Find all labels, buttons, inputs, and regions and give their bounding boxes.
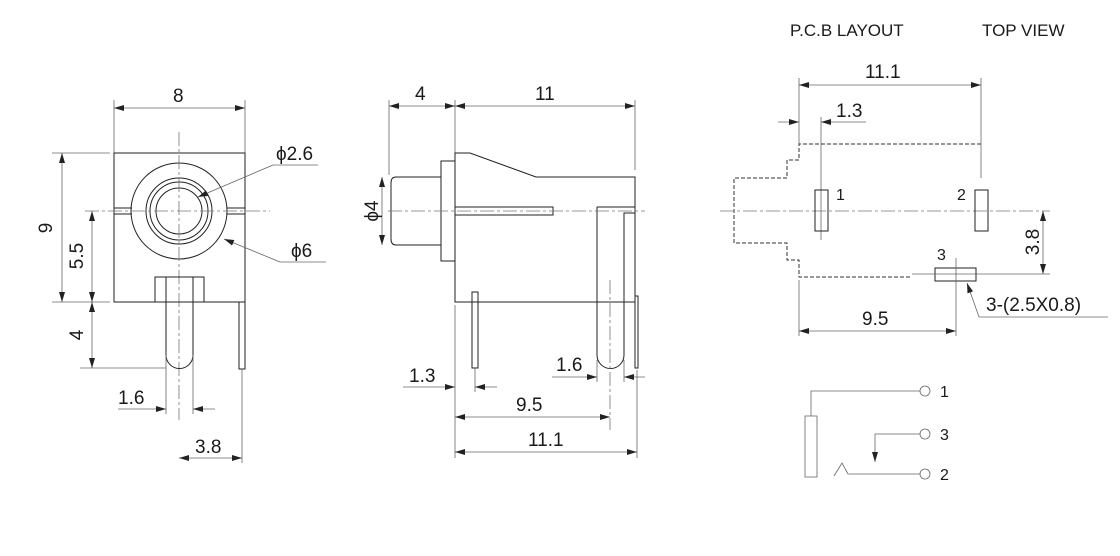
plug-length-label: 4	[415, 84, 426, 105]
pad-2-label: 2	[957, 187, 966, 204]
front-pin-length-label: 4	[67, 329, 88, 340]
plug-diameter-label: ϕ4	[362, 200, 383, 222]
outer-diameter-label: ϕ6	[291, 241, 312, 262]
pcb-pin3-distance-label: 9.5	[862, 309, 888, 330]
pcb-pin3-offset-label: 3.8	[1023, 229, 1044, 255]
pad-1-label: 1	[836, 187, 845, 204]
front-pin-spacing-label: 3.8	[195, 437, 221, 458]
side-total-length-label: 11.1	[528, 430, 564, 451]
schematic-pin-1-label: 1	[940, 384, 949, 401]
side-body	[454, 152, 636, 303]
top-view-title: TOP VIEW	[982, 21, 1065, 40]
pcb-pin1-offset-label: 1.3	[836, 101, 862, 122]
side-pin-distance-label: 9.5	[516, 395, 542, 416]
schematic-pin-2-label: 2	[940, 467, 949, 484]
pcb-total-length-label: 11.1	[865, 62, 901, 83]
body-outline	[733, 143, 981, 278]
pad-2	[974, 189, 989, 232]
pad-3-label: 3	[937, 247, 946, 264]
pad-1	[814, 189, 829, 232]
pcb-layout-title: P.C.B LAYOUT	[790, 21, 904, 40]
front-width-label: 8	[173, 86, 184, 107]
body-length-label: 11	[535, 84, 555, 105]
pcb-layout: 11.1 1.3 1 2 3 3.8 9.5 3-(2.5X0.8)	[720, 62, 1108, 336]
side-pin-offset-label: 1.3	[409, 366, 435, 387]
pad-3	[934, 267, 977, 282]
side-view: 4 11 ϕ4 1.3 1.6 9.5 11.1	[362, 84, 645, 458]
front-height-label: 9	[36, 223, 57, 234]
front-center-height-label: 5.5	[67, 243, 88, 269]
front-pin-width-label: 1.6	[118, 388, 144, 409]
pad-spec-label: 3-(2.5X0.8)	[986, 295, 1081, 316]
inner-diameter-label: ϕ2.6	[276, 144, 313, 165]
schematic-pin-3-label: 3	[940, 427, 949, 444]
front-view: 8 9 5.5 4 1.6 3.8 ϕ2.6 ϕ6	[36, 86, 326, 463]
side-pin-width-label: 1.6	[556, 355, 582, 376]
schematic: 1 3 2	[804, 384, 949, 484]
